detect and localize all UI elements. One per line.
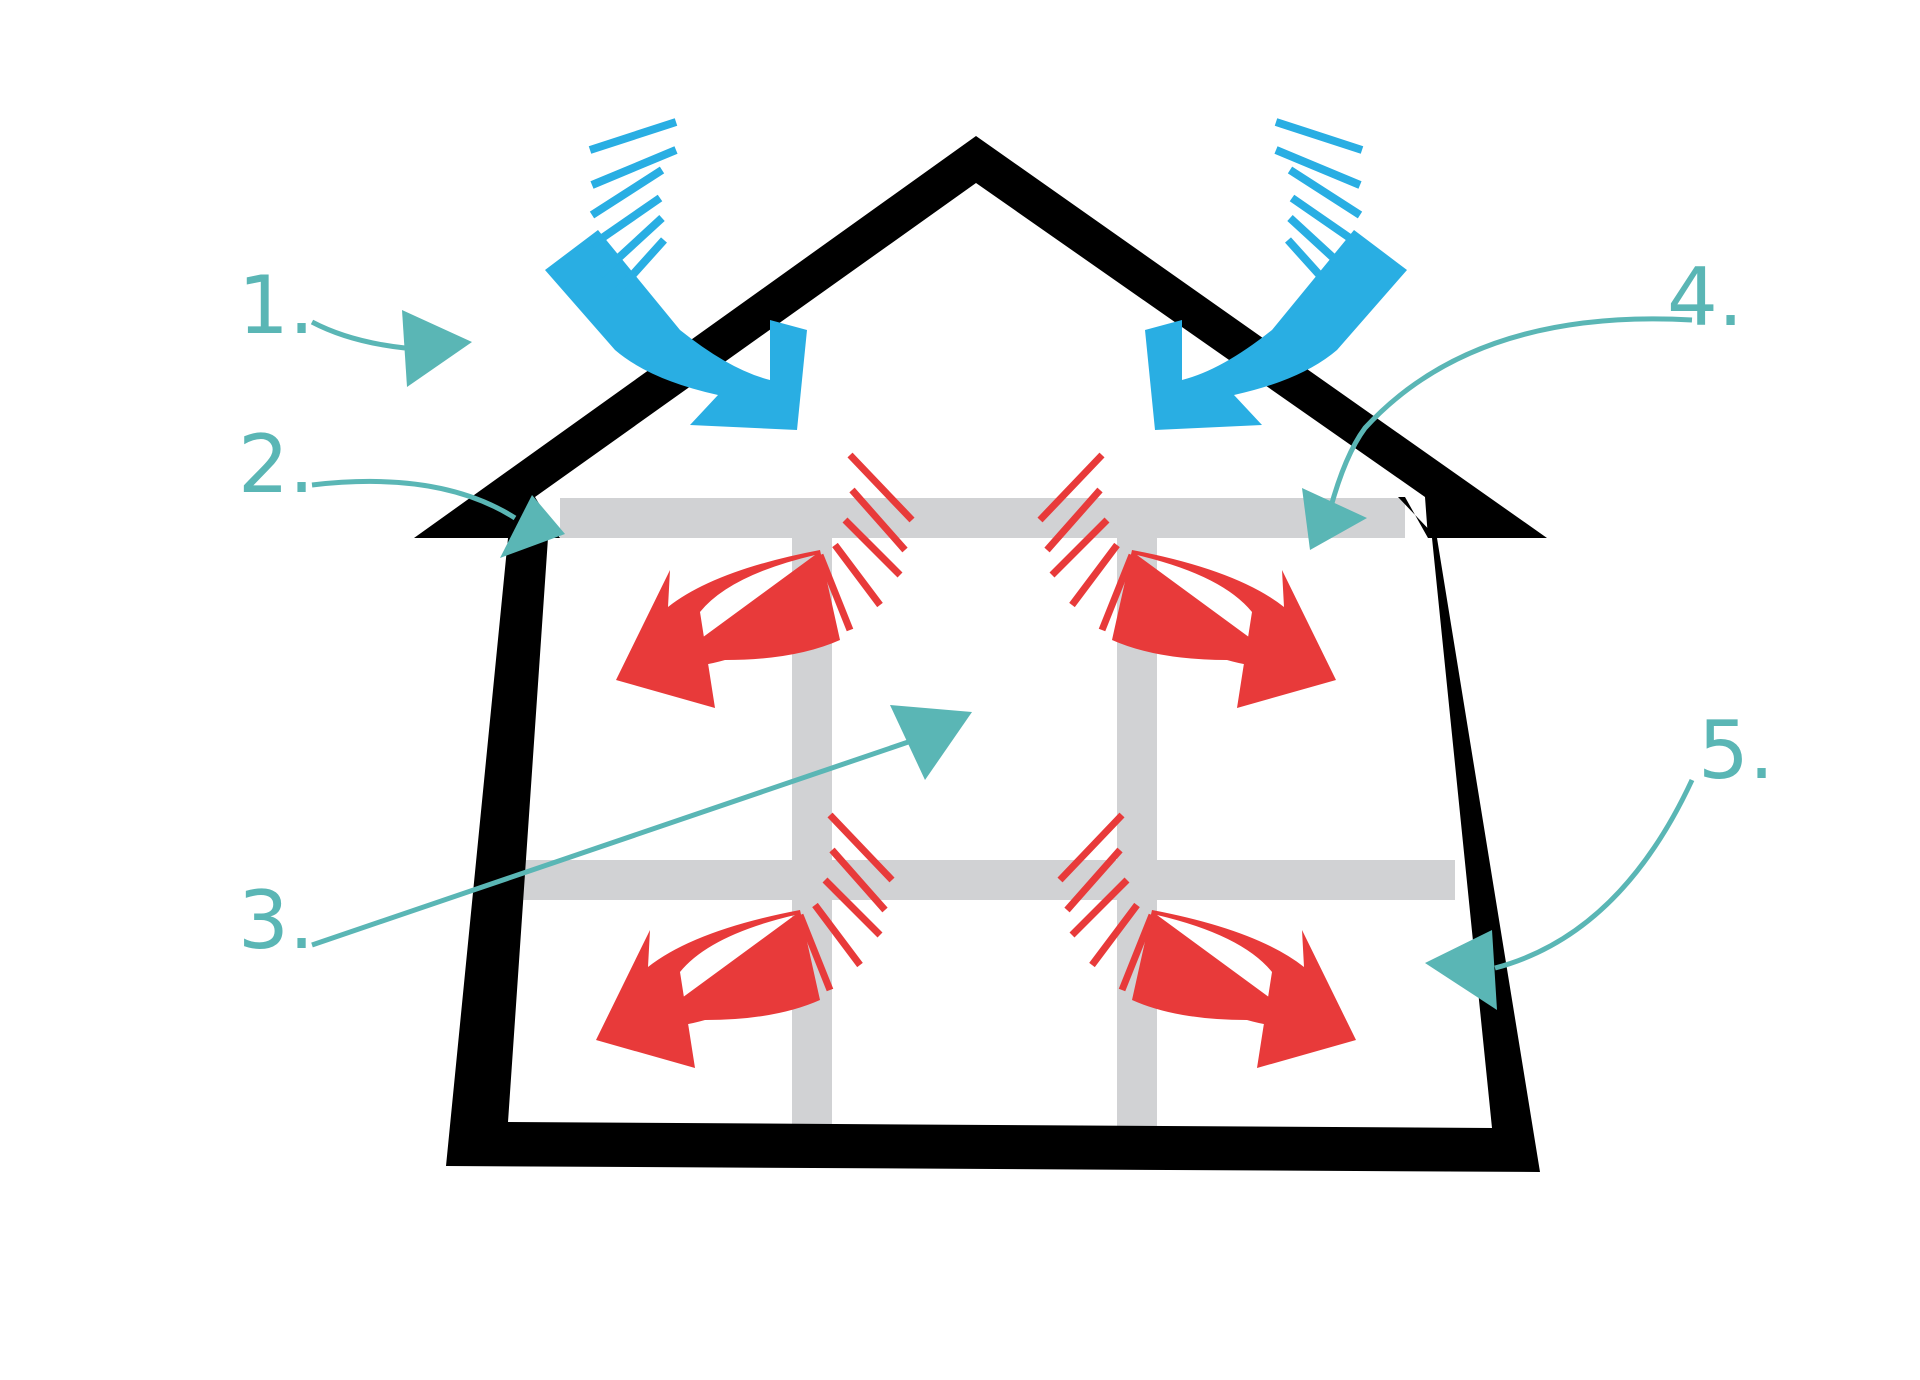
callout-label-2: 2. xyxy=(238,418,314,511)
callouts: 1. 2. 3. 4. 5. xyxy=(238,251,1774,1010)
callout-label-4: 4. xyxy=(1667,251,1743,344)
callout-line-1 xyxy=(310,319,406,351)
callout-arrowhead-4 xyxy=(1302,488,1367,550)
warm-air-arrow-lower-right xyxy=(1060,815,1356,1068)
callout-arrowhead-1 xyxy=(402,310,472,387)
grid-middle-beam xyxy=(520,860,1455,900)
house-outline xyxy=(414,136,1547,1172)
callout-line-2 xyxy=(311,478,517,521)
warm-air-arrow-upper-left xyxy=(616,455,912,708)
callout-line-3 xyxy=(311,735,921,948)
callout-line-4 xyxy=(1327,316,1693,511)
callout-arrowhead-5 xyxy=(1425,930,1497,1010)
callout-label-1: 1. xyxy=(238,259,314,352)
grid-top-beam xyxy=(560,498,1405,538)
wall-outline xyxy=(446,497,1540,1172)
warm-air-arrow-lower-left xyxy=(596,815,892,1068)
warm-air-arrow-upper-right xyxy=(1040,455,1336,708)
roof-outline xyxy=(414,136,1547,538)
warm-air-arrows xyxy=(596,455,1356,1068)
callout-line-5 xyxy=(1494,778,1695,971)
callout-arrowhead-2 xyxy=(500,495,565,558)
callout-arrowhead-3 xyxy=(890,705,972,780)
callout-label-5: 5. xyxy=(1698,704,1774,797)
callout-label-3: 3. xyxy=(238,874,314,967)
